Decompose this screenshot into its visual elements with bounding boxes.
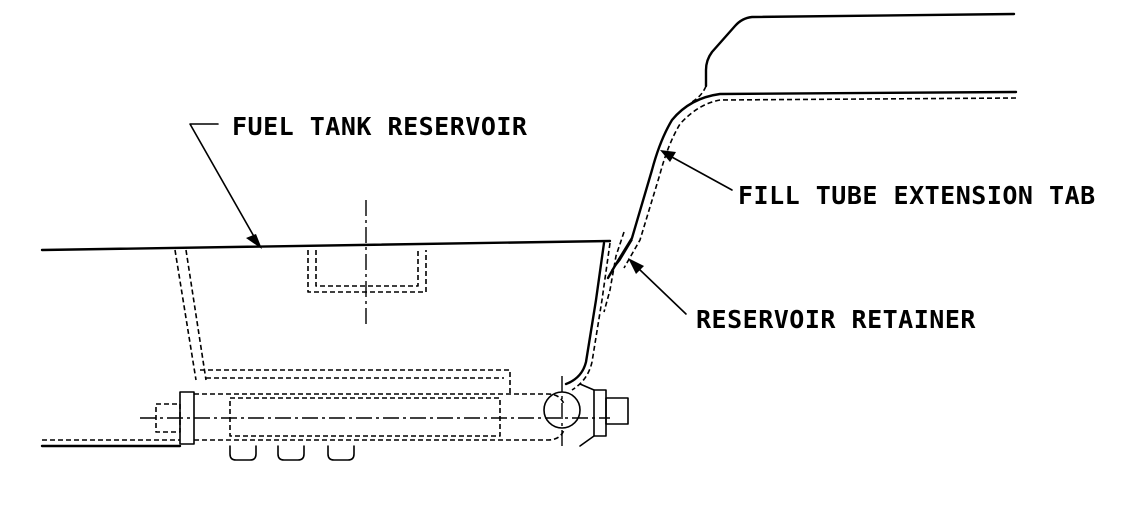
- leader-fill-tube-extension-tab: [660, 150, 733, 191]
- reservoir-top-edge: [40, 239, 612, 252]
- fill-tube-extension-tab: [603, 231, 633, 313]
- label-fill-tube-extension-tab: FILL TUBE EXTENSION TAB: [738, 181, 1096, 210]
- mounting-assembly: [40, 369, 629, 461]
- leader-reservoir-retainer: [628, 258, 687, 315]
- fill-tube: [606, 12, 1018, 280]
- reservoir-body: [174, 241, 611, 391]
- label-reservoir-retainer: RESERVOIR RETAINER: [696, 305, 976, 334]
- label-fuel-tank-reservoir: FUEL TANK RESERVOIR: [232, 112, 528, 141]
- leader-fuel-tank-reservoir: [189, 123, 262, 249]
